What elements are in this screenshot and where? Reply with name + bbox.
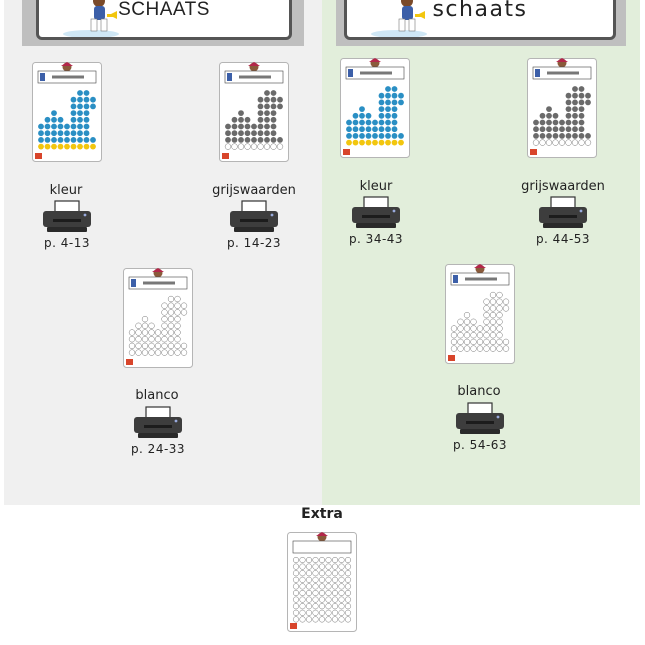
worksheet-thumb-color-right[interactable] [340,58,410,158]
right-panel-lowercase: schaats kleur p. 34-43 grijswaarden p. 4… [322,0,640,505]
extra-heading: Extra [301,506,343,522]
worksheet-thumb-extra-grid[interactable] [287,532,357,632]
banner-title-left: SCHAATS [118,0,210,20]
pages-gray-right: p. 44-53 [535,232,591,246]
label-gray-left: grijswaarden [212,183,296,198]
worksheet-thumb-color-left[interactable] [32,62,102,162]
worksheet-thumb-blank-left[interactable] [123,268,193,368]
skater-icon [61,0,125,38]
label-color-left: kleur [49,183,83,198]
banner-right: schaats [344,0,616,40]
printer-icon[interactable] [537,196,589,230]
worksheet-thumb-gray-right[interactable] [527,58,597,158]
printer-icon[interactable] [41,200,93,234]
label-blank-left: blanco [135,388,179,403]
left-panel-uppercase: SCHAATS kleur p. 4-13 grijswaarden p. 14… [4,0,322,505]
printer-icon[interactable] [132,406,184,440]
label-blank-right: blanco [457,384,501,399]
skater-icon [369,0,433,38]
banner-left: SCHAATS [36,0,292,40]
banner-title-right: schaats [432,0,528,22]
printer-icon[interactable] [350,196,402,230]
pages-blank-right: p. 54-63 [452,438,508,452]
label-color-right: kleur [359,179,393,194]
worksheet-thumb-gray-left[interactable] [219,62,289,162]
pages-color-left: p. 4-13 [44,236,90,250]
printer-icon[interactable] [228,200,280,234]
label-gray-right: grijswaarden [521,179,605,194]
printer-icon[interactable] [454,402,506,436]
worksheet-thumb-blank-right[interactable] [445,264,515,364]
pages-gray-left: p. 14-23 [226,236,282,250]
pages-color-right: p. 34-43 [348,232,404,246]
pages-blank-left: p. 24-33 [130,442,186,456]
